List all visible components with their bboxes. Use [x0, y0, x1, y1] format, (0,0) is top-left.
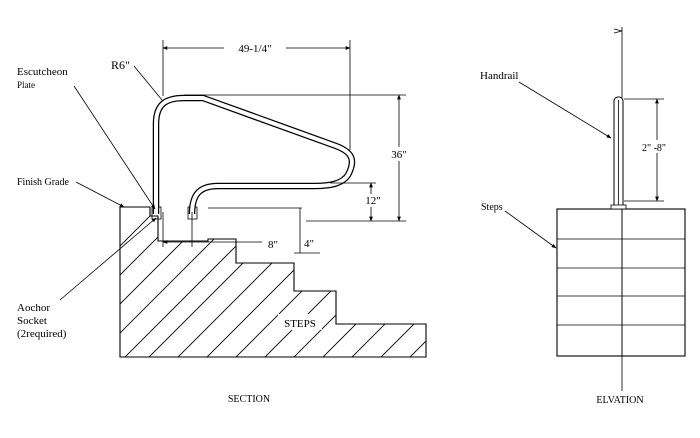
escutcheon-label-line2: Plate — [17, 80, 35, 90]
dimension-socket-spacing-text: 8" — [268, 239, 278, 251]
finish-grade-label: Finish Grade — [17, 177, 70, 188]
dimension-height: 36" — [184, 94, 412, 222]
dimension-socket-depth: 4" — [294, 208, 320, 254]
anchor-label-line2: Socket — [17, 315, 47, 327]
elevation-view: 2" -8" Handrail Steps ELVATION — [480, 27, 686, 406]
anchor-socket-callout: Aochor Socket (2required) — [17, 217, 157, 340]
steps-hatch — [120, 207, 426, 357]
steps-label: STEPS — [284, 318, 316, 330]
dimension-clearance-text: 2" -8" — [642, 143, 666, 154]
radius-label: R6" — [111, 58, 130, 72]
elevation-steps-label: Steps — [481, 202, 503, 213]
section-view: 49-1/4" 36" 12" 8" 4" — [17, 40, 427, 405]
dimension-height-text: 36" — [391, 149, 407, 161]
elevation-steps-callout: Steps — [481, 202, 557, 249]
handrail-label: Handrail — [480, 70, 518, 82]
anchor-label-line3: (2required) — [17, 328, 67, 340]
escutcheon-callout: Escutcheon Plate — [17, 66, 156, 210]
dimension-rail-height-text: 12" — [365, 195, 381, 207]
escutcheon-label-line1: Escutcheon — [17, 66, 68, 78]
steps-outline — [119, 206, 427, 358]
anchor-label-line1: Aochor — [17, 302, 50, 314]
radius-callout: R6" — [111, 58, 163, 101]
dimension-clearance: 2" -8" — [624, 98, 672, 202]
elevation-steps-block — [556, 208, 686, 357]
handrail-callout: Handrail — [480, 70, 612, 139]
elevation-handrail-post — [610, 96, 627, 210]
handrail-tube — [152, 94, 356, 215]
finish-grade-callout: Finish Grade — [17, 177, 125, 208]
dimension-socket-depth-text: 4" — [304, 238, 314, 250]
dimension-socket-spacing: 8" — [162, 212, 278, 251]
elevation-caption: ELVATION — [596, 395, 643, 406]
dimension-rail-height: 12" — [330, 182, 384, 222]
dimension-width-text: 49-1/4" — [238, 43, 271, 55]
section-caption: SECTION — [228, 394, 270, 405]
